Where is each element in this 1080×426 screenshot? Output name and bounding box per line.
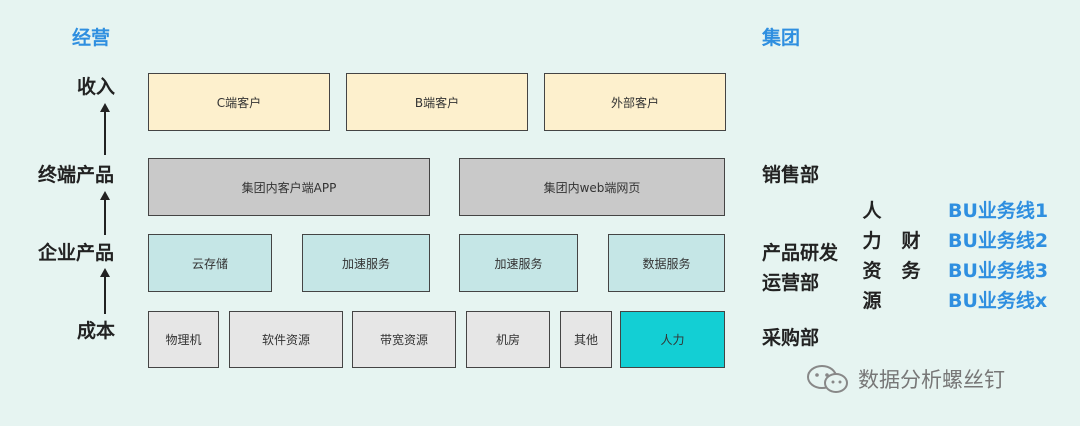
watermark-text: 数据分析螺丝钉 [858,368,1005,392]
enterprise-acceleration-box: 加速服务 [302,234,430,292]
box-label: 外部客户 [610,95,659,110]
cost-physical-machine-box: 物理机 [148,311,219,368]
box-label: 加速服务 [494,256,543,271]
level-cost: 成本 [77,320,116,342]
box-label: 云存储 [191,256,228,271]
cost-bandwidth-box: 带宽资源 [352,311,456,368]
box-label: 加速服务 [341,256,390,271]
enterprise-acceleration-box-2: 加速服务 [459,234,578,292]
header-group: 集团 [762,27,801,49]
cost-software-box: 软件资源 [229,311,343,368]
dept-purchasing: 采购部 [762,327,820,349]
header-operations: 经营 [72,27,111,49]
hr-char: 资 [862,260,882,282]
box-label: C端客户 [216,95,262,110]
customer-external-box: 外部客户 [544,73,726,131]
box-label: 其他 [573,333,598,347]
watermark: 数据分析螺丝钉 [806,364,1005,394]
finance-vertical-label: 财 务 [900,226,922,286]
business-lines-list: BU业务线1 BU业务线2 BU业务线3 BU业务线x [948,196,1048,316]
terminal-web-box: 集团内web端网页 [459,158,725,216]
level-terminal-product: 终端产品 [38,164,115,186]
box-label: 带宽资源 [379,333,428,347]
box-label: 人力 [660,333,685,347]
box-label: 物理机 [165,333,202,347]
box-label: B端客户 [414,95,460,110]
cost-datacenter-box: 机房 [466,311,550,368]
hr-vertical-label: 人 力 资 源 [861,196,883,316]
business-line: BU业务线3 [948,260,1049,282]
business-line: BU业务线1 [948,200,1049,222]
enterprise-data-service-box: 数据服务 [608,234,725,292]
hr-char: 源 [862,290,882,312]
customer-b-box: B端客户 [346,73,528,131]
hr-char: 力 [862,230,882,252]
box-label: 机房 [495,333,520,347]
box-label: 软件资源 [261,333,310,347]
dept-rnd: 产品研发 [762,242,839,264]
hr-char: 人 [862,200,882,222]
box-label: 数据服务 [642,256,691,271]
business-line: BU业务线x [948,290,1048,312]
wechat-icon [807,365,848,393]
enterprise-cloud-storage-box: 云存储 [148,234,272,292]
dept-sales: 销售部 [762,164,820,186]
level-revenue: 收入 [77,76,116,98]
customer-c-box: C端客户 [148,73,330,131]
finance-char: 财 [901,230,921,252]
box-label: 集团内web端网页 [543,180,641,195]
cost-human-resources-box: 人力 [620,311,725,368]
business-line: BU业务线2 [948,230,1049,252]
level-enterprise-product: 企业产品 [38,242,115,264]
box-label: 集团内客户端APP [241,180,337,195]
cost-other-box: 其他 [560,311,612,368]
dept-ops: 运营部 [762,272,820,294]
terminal-app-box: 集团内客户端APP [148,158,430,216]
finance-char: 务 [901,260,921,282]
